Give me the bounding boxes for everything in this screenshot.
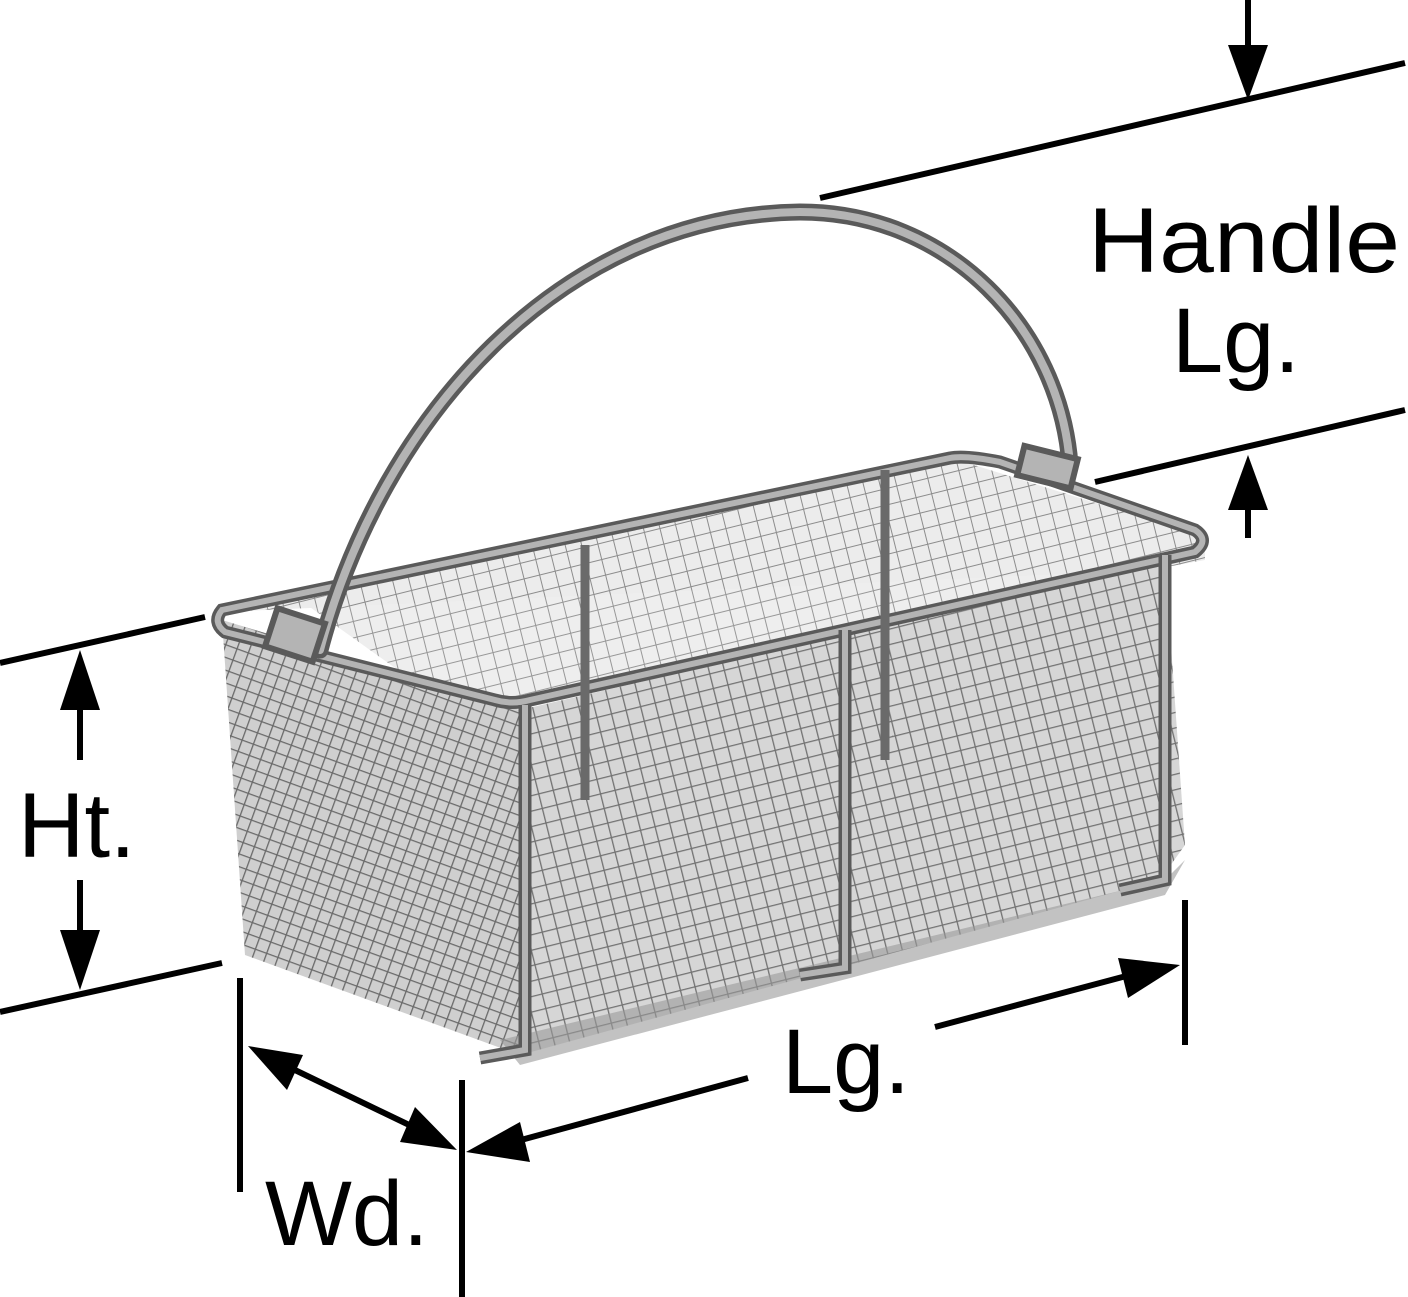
- handle-length-label-line2: Lg.: [1172, 290, 1300, 392]
- basket-illustration: [211, 203, 1209, 1065]
- dimension-labels: Handle Lg. Ht. Lg. Wd.: [18, 190, 1400, 1265]
- handle-bottom-extension-line: [1094, 407, 1406, 485]
- height-label: Ht.: [18, 775, 136, 877]
- handle-top-extension-line: [819, 60, 1406, 201]
- handle-arrowhead-up: [1228, 455, 1268, 510]
- length-label: Lg.: [782, 1011, 910, 1113]
- height-top-extension-line: [0, 614, 206, 666]
- length-dimension-line-left: [509, 1075, 749, 1146]
- width-arrowhead-left: [248, 1046, 303, 1090]
- dimension-arrowheads: [60, 45, 1268, 1162]
- width-dimension-line: [268, 1055, 432, 1138]
- height-arrowhead-up: [60, 650, 100, 710]
- handle-arrowhead-down: [1228, 45, 1268, 100]
- height-arrowhead-down: [60, 930, 100, 990]
- width-arrowhead-right: [400, 1107, 457, 1150]
- length-dimension-line-right: [934, 972, 1131, 1030]
- length-arrowhead-right: [1118, 958, 1180, 998]
- width-label: Wd.: [265, 1163, 429, 1265]
- handle-length-label-line1: Handle: [1088, 190, 1400, 292]
- basket-support-wires: [478, 470, 1172, 1065]
- basket-handle: [261, 203, 1082, 666]
- basket-end-panel: [222, 620, 520, 1055]
- height-bottom-extension-line: [0, 960, 223, 1015]
- basket-inner-wall: [300, 470, 1160, 705]
- basket-front-panel: [520, 560, 1185, 1055]
- length-arrowhead-left: [466, 1122, 530, 1162]
